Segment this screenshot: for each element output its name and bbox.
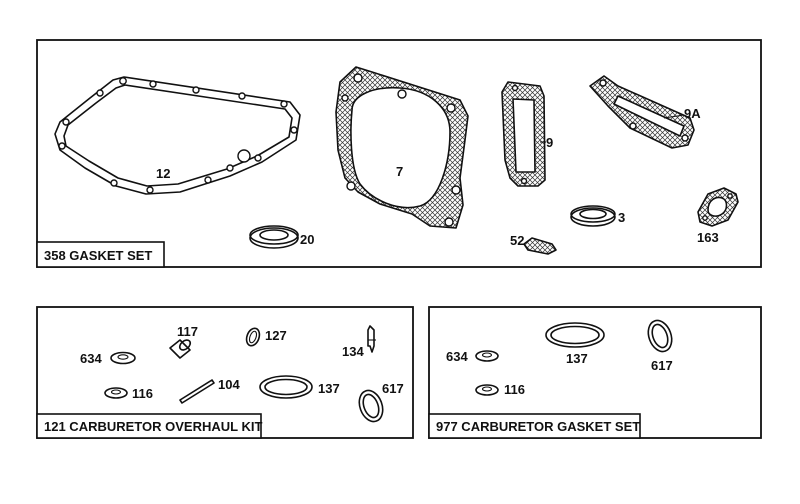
valve-cover-gasket [501,81,546,187]
small-gasket-52 [523,237,557,255]
breather-gasket [589,75,695,149]
part-label-116-a: 116 [132,386,153,401]
part-label-127: 127 [265,328,287,343]
part-label-617-a: 617 [382,381,404,396]
carb-overhaul-title-box [36,413,262,439]
o-ring-127 [245,327,261,347]
gasket-ring-137-a [259,375,313,399]
gasket-set-title-box [36,241,165,268]
gasket-set-title: 358 GASKET SET [44,248,152,263]
part-label-137-b: 137 [566,351,588,366]
part-label-9: 9 [546,135,553,150]
part-label-137-a: 137 [318,381,340,396]
part-label-134: 134 [342,344,364,359]
part-label-12: 12 [156,166,170,181]
needle-134 [367,325,376,353]
part-label-117: 117 [177,324,198,339]
o-ring-617-a [358,389,384,423]
gasket-ring-137-b [545,322,605,348]
crankcase-gasket [54,76,301,195]
cylinder-head-gasket [335,66,469,229]
part-label-617-b: 617 [651,358,673,373]
part-label-634-b: 634 [446,349,468,364]
part-label-163: 163 [697,230,719,245]
part-label-104: 104 [218,377,240,392]
part-label-9a: 9A [684,106,701,121]
washer-634-a [110,351,136,365]
gasket-set-frame [36,39,762,268]
washer-116-a [104,387,128,399]
oil-seal-3 [570,205,616,227]
part-label-3: 3 [618,210,625,225]
carb-overhaul-panel: 121 CARBURETOR OVERHAUL KIT 117 127 134 … [36,306,414,439]
flange-gasket-163 [697,187,739,227]
o-ring-617-b [647,319,673,353]
part-label-634-a: 634 [80,351,102,366]
part-label-52: 52 [510,233,524,248]
part-label-7: 7 [396,164,403,179]
sleeve-117 [169,339,192,359]
carb-gasket-title-box [428,413,641,439]
part-label-116-b: 116 [504,382,525,397]
carb-overhaul-title: 121 CARBURETOR OVERHAUL KIT [44,419,262,434]
washer-634-b [475,350,499,362]
washer-116-b [475,384,499,396]
part-label-20: 20 [300,232,314,247]
oil-seal-20 [249,225,299,249]
carb-gasket-panel: 977 CARBURETOR GASKET SET 634 137 617 11… [428,306,762,439]
pin-104 [179,379,215,404]
gasket-set-panel: 358 GASKET SET 12 [36,39,762,268]
carb-gasket-title: 977 CARBURETOR GASKET SET [436,419,640,434]
